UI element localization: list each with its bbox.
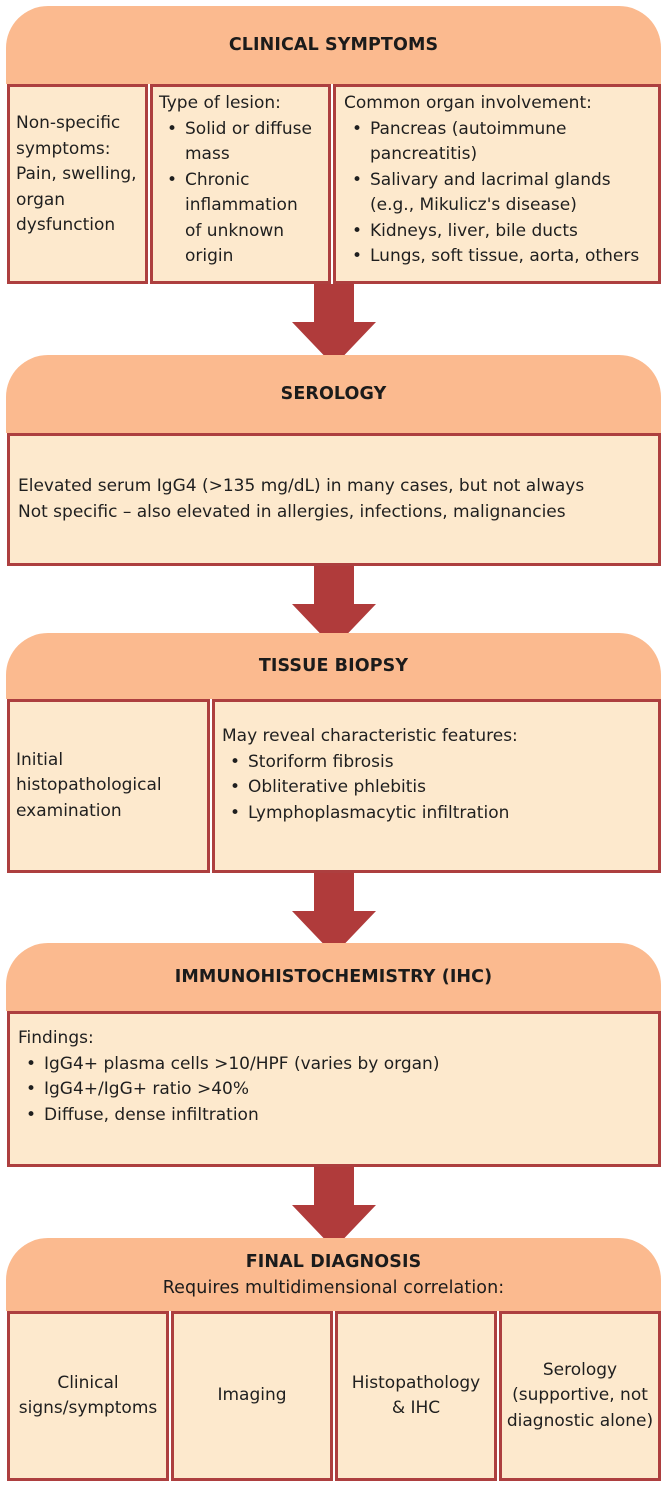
list-item: Solid or diffuse mass <box>159 117 322 168</box>
nonspecific-line: dysfunction <box>16 215 116 235</box>
list-item: IgG4+ plasma cells >10/HPF (varies by or… <box>18 1052 652 1078</box>
clinical-symptoms-title: CLINICAL SYMPTOMS <box>228 35 439 55</box>
list-item: Obliterative phlebitis <box>222 775 652 801</box>
nonspecific-line: organ <box>16 189 66 210</box>
list-item: Pancreas (autoimmune pancreatitis) <box>344 117 652 168</box>
final-cell-imaging: Imaging <box>171 1311 333 1481</box>
serology-line: Elevated serum IgG4 (>135 mg/dL) in many… <box>18 476 585 496</box>
initial-examination-box: Initial histopathological examination <box>7 699 210 873</box>
characteristic-features-list: Storiform fibrosis Obliterative phlebiti… <box>222 750 652 827</box>
serology-header: SEROLOGY <box>6 355 661 433</box>
list-item: Diffuse, dense infiltration <box>18 1103 652 1129</box>
serology-line: Not specific – also elevated in allergie… <box>18 501 566 522</box>
organ-involvement-list: Pancreas (autoimmune pancreatitis) Saliv… <box>344 117 652 270</box>
final-diagnosis-title: FINAL DIAGNOSIS <box>245 1251 422 1272</box>
tissue-biopsy-title: TISSUE BIOPSY <box>258 656 409 676</box>
lesion-type-heading: Type of lesion: <box>159 93 281 113</box>
down-arrow-icon <box>292 1167 376 1249</box>
lesion-type-box: Type of lesion: Solid or diffuse mass Ch… <box>150 84 331 284</box>
list-item: Kidneys, liver, bile ducts <box>344 219 652 245</box>
nonspecific-line: Non-specific <box>16 113 121 133</box>
list-item: Lymphoplasmacytic infiltration <box>222 801 652 827</box>
initial-examination-line: Initial <box>16 749 64 770</box>
nonspecific-symptoms-box: Non-specific symptoms: Pain, swelling, o… <box>7 84 148 284</box>
list-item: Lungs, soft tissue, aorta, others <box>344 244 652 270</box>
ihc-findings-heading: Findings: <box>18 1028 94 1048</box>
list-item: Salivary and lacrimal glands (e.g., Miku… <box>344 168 652 219</box>
final-diagnosis-header: FINAL DIAGNOSIS Requires multidimensiona… <box>6 1238 661 1311</box>
organ-involvement-box: Common organ involvement: Pancreas (auto… <box>333 84 661 284</box>
ihc-header: IMMUNOHISTOCHEMISTRY (IHC) <box>6 943 661 1011</box>
list-item: Chronic inflammation of unknown origin <box>159 168 322 270</box>
lesion-type-list: Solid or diffuse mass Chronic inflammati… <box>159 117 322 270</box>
down-arrow-icon <box>292 284 376 366</box>
clinical-symptoms-header: CLINICAL SYMPTOMS <box>6 6 661 84</box>
final-cell-clinical: Clinical signs/symptoms <box>7 1311 169 1481</box>
organ-involvement-heading: Common organ involvement: <box>344 93 592 113</box>
ihc-title: IMMUNOHISTOCHEMISTRY (IHC) <box>174 967 493 987</box>
list-item: IgG4+/IgG+ ratio >40% <box>18 1077 652 1103</box>
list-item: Storiform fibrosis <box>222 750 652 776</box>
final-cell-serology: Serology (supportive, not diagnostic alo… <box>499 1311 661 1481</box>
characteristic-features-box: May reveal characteristic features: Stor… <box>212 699 661 873</box>
serology-title: SEROLOGY <box>280 384 387 404</box>
tissue-biopsy-header: TISSUE BIOPSY <box>6 633 661 699</box>
serology-box: Elevated serum IgG4 (>135 mg/dL) in many… <box>7 433 661 566</box>
initial-examination-line: histopathological <box>16 775 162 796</box>
final-cell-histopathology: Histopathology & IHC <box>335 1311 497 1481</box>
characteristic-features-heading: May reveal characteristic features: <box>222 726 518 746</box>
down-arrow-icon <box>292 873 376 955</box>
ihc-findings-box: Findings: IgG4+ plasma cells >10/HPF (va… <box>7 1011 661 1167</box>
ihc-findings-list: IgG4+ plasma cells >10/HPF (varies by or… <box>18 1052 652 1129</box>
down-arrow-icon <box>292 566 376 648</box>
nonspecific-line: Pain, swelling, <box>16 164 137 184</box>
nonspecific-line: symptoms: <box>16 138 111 159</box>
initial-examination-line: examination <box>16 800 122 821</box>
final-diagnosis-subtitle: Requires multidimensional correlation: <box>162 1277 505 1298</box>
